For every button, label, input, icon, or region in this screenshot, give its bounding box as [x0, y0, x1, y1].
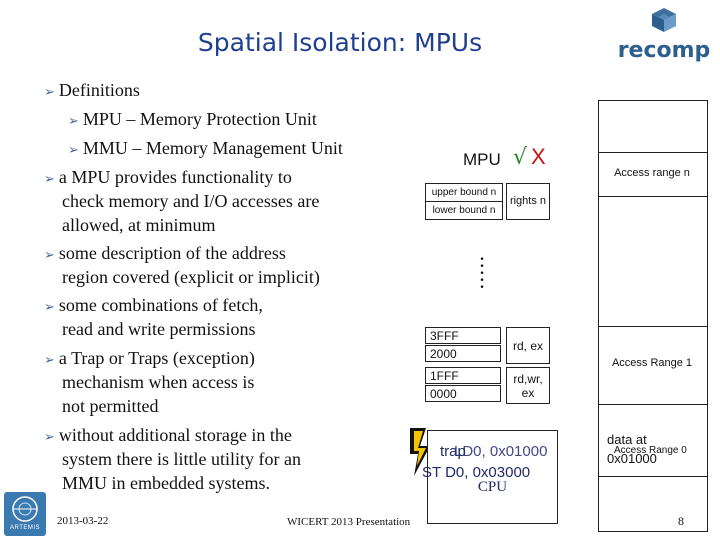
- bullet-item: ➢without additional storage in the: [44, 425, 292, 445]
- artemis-logo: ARTEMIS: [4, 492, 46, 536]
- recomp-logo-icon: [652, 8, 676, 32]
- slide-title: Spatial Isolation: MPUs: [197, 28, 483, 57]
- range0-rights-register: rd,wr, ex: [506, 367, 550, 404]
- bullet-item: ➢a MPU provides functionality to: [44, 167, 292, 187]
- bullet-arrow-icon: ➢: [68, 114, 79, 129]
- bullet-arrow-icon: ➢: [44, 353, 55, 368]
- memory-divider: [598, 404, 708, 405]
- bullet-arrow-icon: ➢: [44, 300, 55, 315]
- bullet-arrow-icon: ➢: [44, 172, 55, 187]
- upper-bound-n-register: upper bound n: [425, 183, 503, 202]
- bullet-continuation: MMU in embedded systems.: [62, 473, 270, 493]
- bullet-arrow-icon: ➢: [44, 85, 55, 100]
- rights-n-register: rights n: [506, 183, 550, 220]
- memory-divider: [598, 152, 708, 153]
- bullet-arrow-icon: ➢: [44, 248, 55, 263]
- check-icon: √: [513, 145, 528, 170]
- access-range-n-label: Access range n: [614, 167, 690, 179]
- cpu-label: CPU: [477, 479, 508, 495]
- bullet-item: ➢some description of the address: [44, 243, 286, 263]
- range1-rights-register: rd, ex: [506, 327, 550, 364]
- lower-bound-n-register: lower bound n: [425, 201, 503, 220]
- range0-lower-register: 0000: [425, 385, 501, 402]
- bullet-item: ➢some combinations of fetch,: [44, 295, 263, 315]
- page-number: 8: [678, 514, 684, 528]
- memory-divider: [598, 326, 708, 327]
- range1-upper-register: 3FFF: [425, 327, 501, 344]
- cross-icon: X: [531, 144, 546, 169]
- memory-map: [598, 100, 708, 532]
- bullet-subitem: ➢MMU – Memory Management Unit: [68, 138, 343, 158]
- footer-event: WICERT 2013 Presentation: [287, 516, 411, 528]
- access-range-1-label: Access Range 1: [611, 357, 693, 369]
- data-address-label: 0x01000: [607, 451, 657, 466]
- bullet-continuation: allowed, at minimum: [62, 215, 216, 235]
- data-at-label: data at: [607, 432, 647, 447]
- range0-upper-register: 1FFF: [425, 367, 501, 384]
- bullet-continuation: not permitted: [62, 396, 159, 416]
- memory-divider: [598, 196, 708, 197]
- mpu-label: MPU: [463, 150, 501, 169]
- recomp-logo: recomp: [612, 4, 716, 68]
- cpu-box: trap LD0, 0x01000 ST D0, 0x03000 CPU: [422, 430, 558, 524]
- bullet-continuation: check memory and I/O accesses are: [62, 191, 320, 211]
- access-range-0-label: Access Range 0: [614, 445, 687, 456]
- artemis-logo-text: ARTEMIS: [9, 525, 41, 531]
- bullet-arrow-icon: ➢: [44, 430, 55, 445]
- bullet-arrow-icon: ➢: [68, 143, 79, 158]
- range1-lower-register: 2000: [425, 345, 501, 362]
- recomp-logo-text: recomp: [617, 38, 711, 63]
- bullet-continuation: read and write permissions: [62, 319, 256, 339]
- bullet-subitem: ➢MPU – Memory Protection Unit: [68, 109, 317, 129]
- bullet-item: ➢Definitions: [44, 80, 140, 100]
- memory-divider: [598, 476, 708, 477]
- bullet-item: ➢a Trap or Traps (exception): [44, 348, 255, 368]
- lightning-trap-icon: [410, 428, 430, 476]
- cpu-instruction-store: ST D0, 0x03000: [422, 464, 531, 481]
- bullet-continuation: region covered (explicit or implicit): [62, 267, 320, 287]
- vertical-ellipsis: ·····: [478, 246, 486, 299]
- footer-date: 2013-03-22: [57, 515, 109, 527]
- bullet-continuation: system there is little utility for an: [62, 449, 301, 469]
- artemis-logo-icon: [12, 496, 38, 522]
- bullet-continuation: mechanism when access is: [62, 372, 255, 392]
